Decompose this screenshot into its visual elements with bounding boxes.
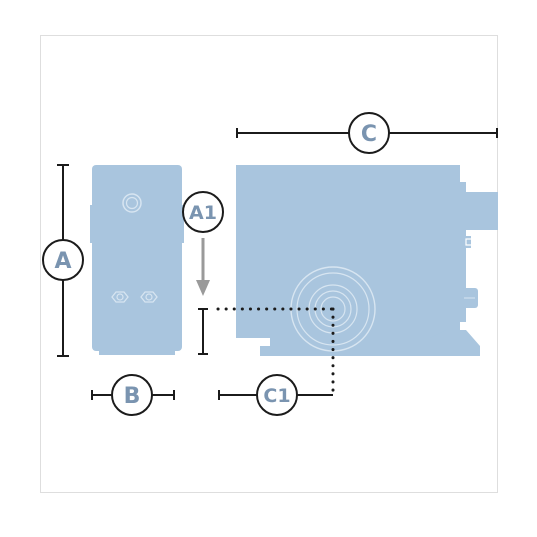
dimension-c: C — [236, 112, 498, 154]
dimension-a: A — [42, 164, 84, 357]
front-view-side-plate-right — [179, 205, 184, 243]
side-view-base — [260, 330, 480, 356]
side-view-body — [236, 165, 460, 338]
dimension-b-label: B — [124, 384, 141, 409]
front-view-side-plate-left — [90, 205, 95, 243]
dimension-a1-arrowhead — [196, 280, 210, 296]
dimension-a-label: A — [54, 249, 71, 274]
front-view-base — [99, 349, 175, 355]
dimension-c-label: C — [361, 122, 377, 147]
side-view-small-bracket — [461, 236, 471, 248]
side-view-motor-box — [462, 192, 498, 230]
dimension-c1-label: C1 — [263, 385, 290, 407]
side-view — [236, 165, 498, 356]
front-view-body — [92, 165, 182, 351]
front-view-fitting-left — [111, 291, 129, 303]
front-view — [90, 165, 184, 355]
dimension-c1: C1 — [218, 307, 335, 416]
front-view-fitting-right — [140, 291, 158, 303]
dimension-a1: A1 — [182, 191, 335, 355]
dimension-b: B — [91, 374, 175, 416]
front-view-top-port — [122, 193, 142, 213]
diagram-frame — [40, 35, 498, 493]
dimension-a1-label: A1 — [189, 202, 217, 224]
side-view-end-cap — [458, 182, 466, 322]
side-view-lower-fitting — [461, 288, 478, 308]
